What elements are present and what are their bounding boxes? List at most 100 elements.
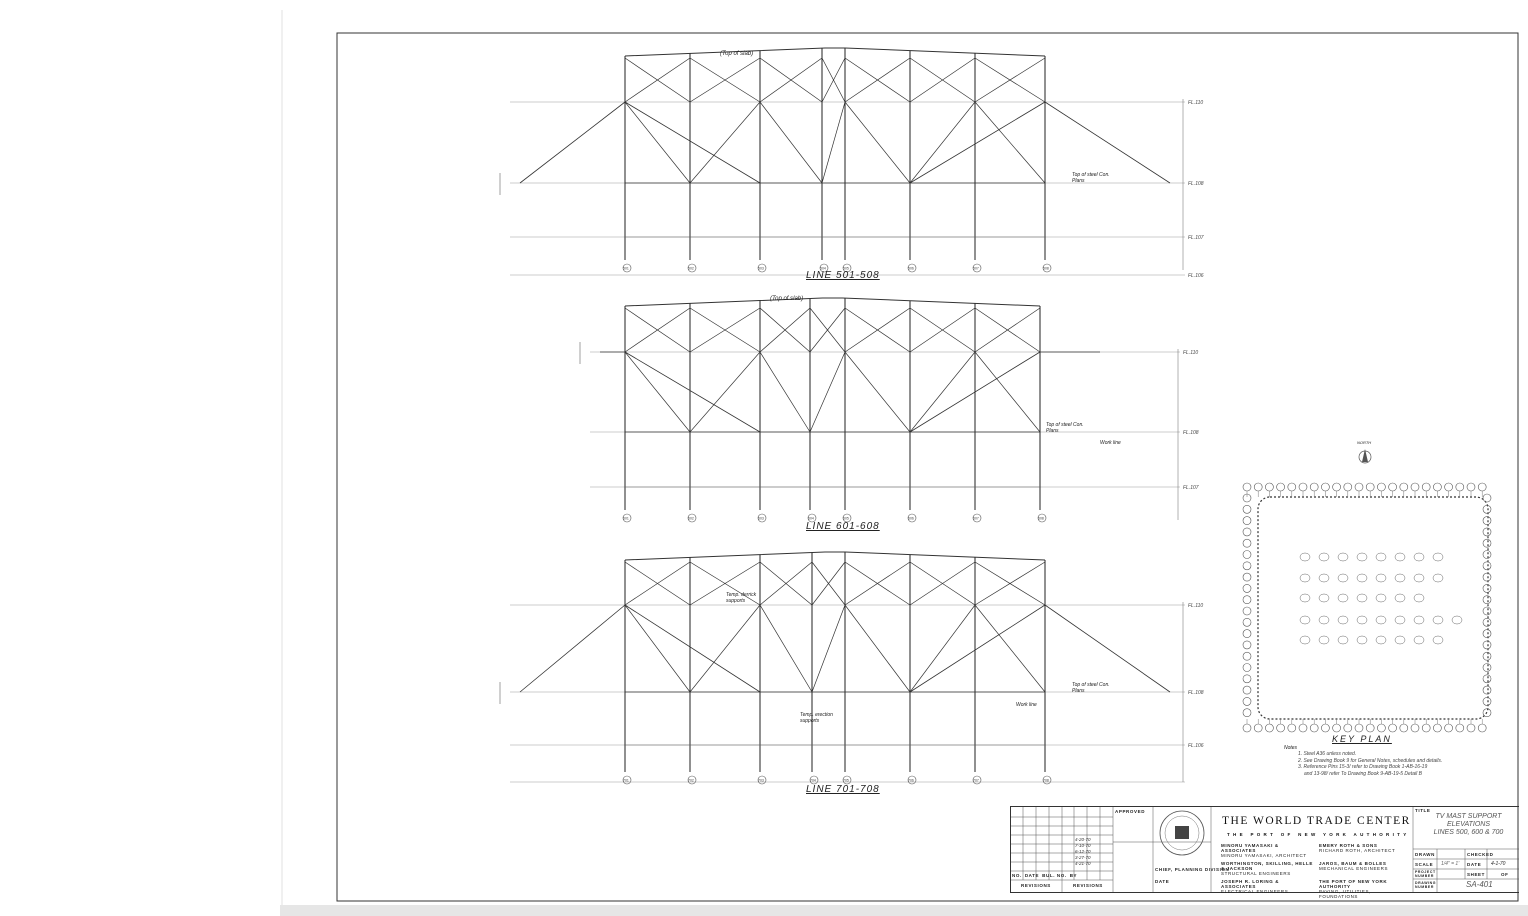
- perimeter-column-bubble: [1482, 493, 1492, 503]
- diagonal-brace: [844, 307, 911, 353]
- column-bubble: [1037, 513, 1047, 523]
- column-bubble: [757, 263, 767, 273]
- north-arrow-icon: [1362, 449, 1368, 462]
- perimeter-column-bubble: [1433, 723, 1442, 733]
- perimeter-column-bubble: [1421, 723, 1431, 733]
- firm-sub: PAVING, UTILITIES, FOUNDATIONS: [1319, 889, 1371, 899]
- column-bubble: [1042, 263, 1052, 273]
- perimeter-column-bubble: [1444, 723, 1453, 733]
- core-column-bubble: [1318, 573, 1330, 583]
- core-column-bubble: [1356, 573, 1368, 583]
- diagonal-brace: [909, 351, 1041, 433]
- wing-brace: [519, 101, 626, 184]
- diagonal-brace: [624, 351, 761, 433]
- perimeter-column-bubble: [1253, 723, 1263, 733]
- column-bubble: [1042, 775, 1052, 785]
- perimeter-column-bubble: [1298, 482, 1308, 492]
- column-number: 707: [973, 779, 979, 783]
- diagonal-brace: [759, 561, 813, 606]
- scan-strip: [280, 905, 1528, 916]
- diagonal-brace: [689, 561, 761, 606]
- revision-date: 7-10-70: [1075, 843, 1091, 848]
- perimeter-column-bubble: [1410, 482, 1420, 492]
- perimeter-column-bubble: [1482, 663, 1492, 672]
- column-number: 601: [623, 517, 629, 521]
- diagonal-brace: [821, 101, 846, 184]
- core-column-bubble: [1432, 615, 1444, 625]
- diagonal-brace: [811, 604, 846, 693]
- drawing-number: SA-401: [1466, 880, 1493, 889]
- diagonal-brace: [624, 561, 691, 606]
- perimeter-column-bubble: [1242, 640, 1252, 650]
- note: 1. Steel A36 unless noted.: [1298, 751, 1357, 757]
- column-bubble: [907, 513, 917, 523]
- top-chord: [624, 551, 1046, 561]
- authority-name: THE PORT OF NEW YORK AUTHORITY: [1227, 832, 1410, 837]
- core-column-bubble: [1356, 552, 1368, 562]
- perimeter-column-bubble: [1466, 482, 1476, 492]
- column-bubble: [757, 513, 767, 523]
- diagonal-brace: [624, 101, 761, 184]
- column-bubble: [819, 263, 829, 273]
- perimeter-column-bubble: [1433, 482, 1442, 492]
- elevation-title-701: LINE 701-708: [806, 784, 880, 795]
- diagonal-brace: [689, 351, 761, 433]
- column-bubble: [972, 775, 982, 785]
- wing-brace: [1044, 101, 1171, 184]
- perimeter-column-bubble: [1477, 482, 1487, 492]
- column-number: 608: [1038, 517, 1044, 521]
- drawing-title-line: LINES 500, 600 & 700: [1433, 829, 1504, 836]
- floor-level-label: FL.110: [1188, 603, 1203, 609]
- column-number: 604: [808, 517, 814, 521]
- column-number: 602: [688, 517, 694, 521]
- core-column-bubble: [1375, 552, 1387, 562]
- perimeter-column-bubble: [1242, 595, 1252, 605]
- title-block-grid: [1011, 807, 1519, 892]
- diagonal-brace: [624, 604, 761, 693]
- column-number: 506: [908, 267, 914, 271]
- date-value: 4-1-70: [1491, 861, 1506, 867]
- diagonal-brace: [809, 351, 846, 433]
- perimeter-column-bubble: [1482, 561, 1492, 571]
- perimeter-column-bubble: [1455, 723, 1465, 733]
- perimeter-column-bubble: [1482, 708, 1492, 718]
- col-header: BY: [1069, 873, 1078, 878]
- column-bubble: [907, 775, 917, 785]
- column-bubble: [809, 775, 819, 785]
- diagonal-brace: [689, 604, 761, 693]
- diagonal-brace: [974, 57, 1046, 103]
- perimeter-column-bubble: [1455, 482, 1465, 492]
- firm-name: JOSEPH R. LORING & ASSOCIATES: [1221, 879, 1280, 889]
- diagonal-brace: [974, 101, 1046, 184]
- core-column-bubble: [1413, 615, 1425, 625]
- perimeter-column-bubble: [1482, 617, 1492, 627]
- perimeter-column-bubble: [1365, 723, 1375, 733]
- diagonal-brace: [624, 57, 691, 103]
- title-label: TITLE: [1415, 808, 1431, 813]
- work-line-note: Work line: [1016, 702, 1037, 708]
- column-bubble: [622, 263, 632, 273]
- diagonal-brace: [689, 307, 761, 353]
- firm-name: THE PORT OF NEW YORK AUTHORITY: [1319, 879, 1388, 889]
- core-column-bubble: [1413, 552, 1425, 562]
- diagonal-brace: [844, 604, 911, 693]
- perimeter-column-bubble: [1482, 550, 1492, 559]
- perimeter-column-bubble: [1482, 538, 1492, 548]
- perimeter-column-bubble: [1287, 723, 1297, 733]
- column-number: 607: [973, 517, 979, 521]
- core-column-bubble: [1318, 615, 1330, 625]
- column-bubble: [687, 263, 697, 273]
- perimeter-column-bubble: [1343, 723, 1353, 733]
- note: and 13-98/ refer To Drawing Book 9-AB-19…: [1304, 770, 1422, 777]
- scale-label: SCALE: [1415, 862, 1434, 867]
- perimeter-column-bubble: [1265, 723, 1274, 733]
- column-number: 502: [688, 267, 694, 271]
- perimeter-column-bubble: [1482, 697, 1492, 706]
- derrick-note: Temp. derrick supports: [726, 592, 757, 604]
- core-column-bubble: [1394, 635, 1406, 645]
- column-number: 501: [623, 267, 629, 271]
- wing-brace: [1044, 604, 1171, 693]
